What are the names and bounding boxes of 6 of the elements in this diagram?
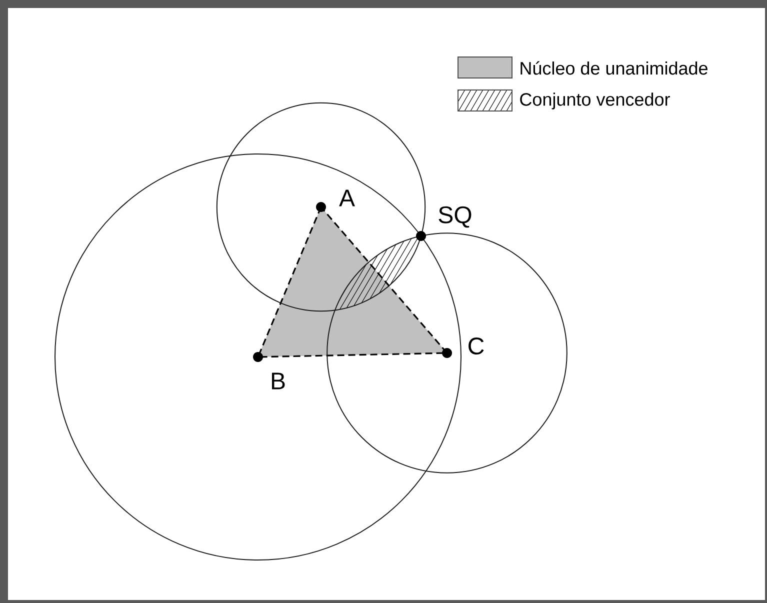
- point-label: SQ: [438, 206, 472, 228]
- point-label: B: [272, 372, 285, 390]
- point-label: C: [468, 338, 484, 354]
- point-label: A: [339, 190, 355, 206]
- legend-label: Conjunto vencedor: [520, 92, 670, 110]
- legend-label: Núcleo de unanimidade: [520, 61, 708, 75]
